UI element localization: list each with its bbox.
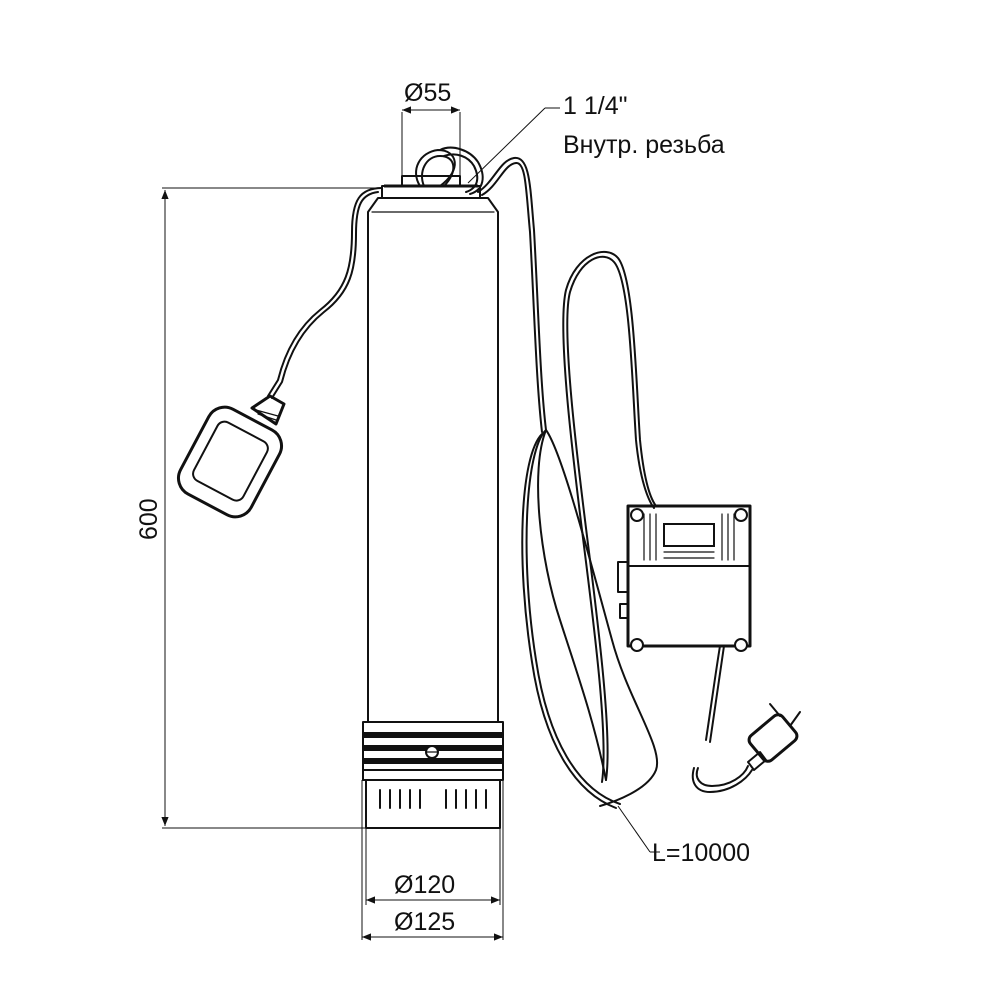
outer-diameter-label: Ø125 — [394, 908, 455, 936]
thread-size-label: 1 1/4" — [563, 92, 627, 120]
power-cable — [477, 156, 659, 809]
dim-body-diameters: Ø120 Ø125 — [361, 780, 504, 941]
float-switch — [176, 187, 383, 519]
thread-note-label: Внутр. резьба — [563, 131, 725, 159]
pump-body — [362, 175, 504, 829]
outlet-diameter-label: Ø55 — [404, 79, 451, 107]
inner-diameter-label: Ø120 — [394, 871, 455, 899]
mains-plug — [691, 645, 801, 793]
cable-length-label: L=10000 — [652, 839, 750, 867]
dim-height: 600 — [135, 187, 382, 829]
cable-length-callout: L=10000 — [617, 805, 750, 867]
lifting-loop — [415, 146, 484, 195]
height-label: 600 — [135, 498, 163, 540]
intake-slots — [379, 789, 487, 809]
dim-outlet-diameter: Ø55 — [401, 79, 461, 176]
thread-callout: 1 1/4" Внутр. резьба — [467, 92, 725, 184]
control-box — [617, 504, 752, 652]
